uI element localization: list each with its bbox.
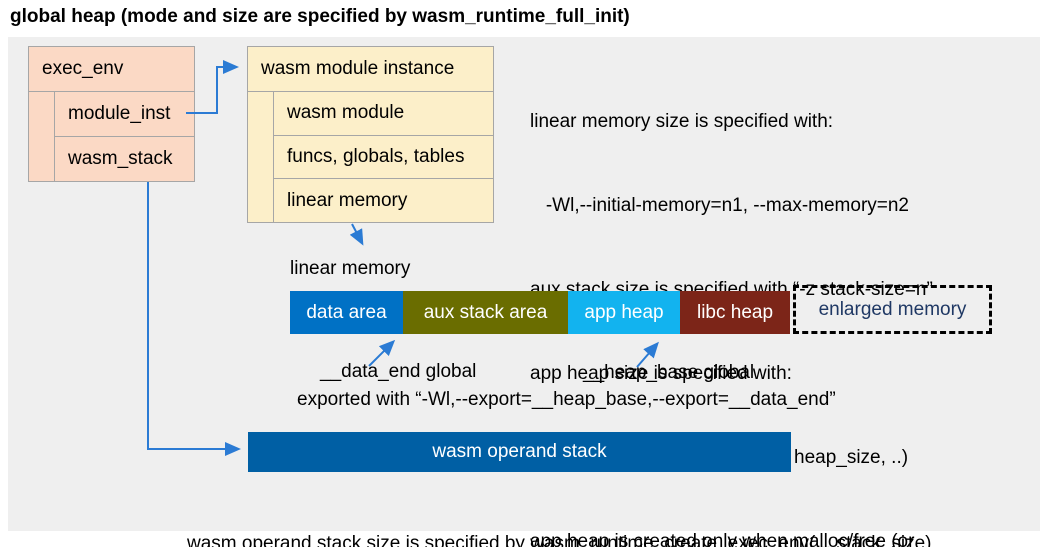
module-instance-field-linear-memory: linear memory xyxy=(274,178,493,222)
exec-env-gutter xyxy=(29,92,54,181)
exec-env-field-wasm-stack: wasm_stack xyxy=(55,136,194,181)
segment-data-area: data area xyxy=(290,291,403,334)
page-title: global heap (mode and size are specified… xyxy=(10,6,630,27)
exec-env-box: exec_env module_inst wasm_stack xyxy=(28,46,195,182)
note-line: -Wl,--initial-memory=n1, --max-memory=n2 xyxy=(530,195,909,216)
exec-env-body: module_inst wasm_stack xyxy=(29,91,194,181)
enlarged-memory-box: enlarged memory xyxy=(793,285,992,334)
segment-app-heap: app heap xyxy=(568,291,680,334)
module-instance-box: wasm module instance wasm module funcs, … xyxy=(247,46,494,223)
exec-env-cells: module_inst wasm_stack xyxy=(54,92,194,181)
export-flags-note: exported with “-Wl,--export=__heap_base,… xyxy=(297,389,836,410)
operand-stack-label: wasm operand stack xyxy=(432,441,607,462)
note-line: app heap is created only when malloc/fre… xyxy=(530,531,915,547)
module-instance-body: wasm module funcs, globals, tables linea… xyxy=(248,91,493,222)
note-line: linear memory size is specified with: xyxy=(530,111,834,132)
segment-libc-heap: libc heap xyxy=(680,291,790,334)
note-line: app heap size is specified with: xyxy=(530,363,792,384)
exec-env-title: exec_env xyxy=(42,58,124,79)
data-end-global-label: __data_end global xyxy=(320,361,477,382)
module-instance-cells: wasm module funcs, globals, tables linea… xyxy=(273,92,493,222)
exec-env-field-module-inst: module_inst xyxy=(68,103,171,124)
module-instance-field-wasm-module: wasm module xyxy=(287,102,405,124)
enlarged-memory-label: enlarged memory xyxy=(818,298,967,320)
linear-memory-label: linear memory xyxy=(290,258,411,279)
note-line: wasm operand stack size is specified by … xyxy=(187,533,932,547)
stack-size-notes: wasm operand stack size is specified by … xyxy=(187,481,932,547)
heap-base-global-label: __heap_base global xyxy=(583,362,755,383)
operand-stack-bar: wasm operand stack xyxy=(248,432,791,472)
module-instance-gutter xyxy=(248,92,273,222)
linear-memory-bar: data area aux stack area app heap libc h… xyxy=(290,291,790,334)
module-instance-field-funcs-globals-tables: funcs, globals, tables xyxy=(274,134,493,179)
module-instance-title: wasm module instance xyxy=(261,58,455,79)
segment-aux-stack-area: aux stack area xyxy=(403,291,568,334)
